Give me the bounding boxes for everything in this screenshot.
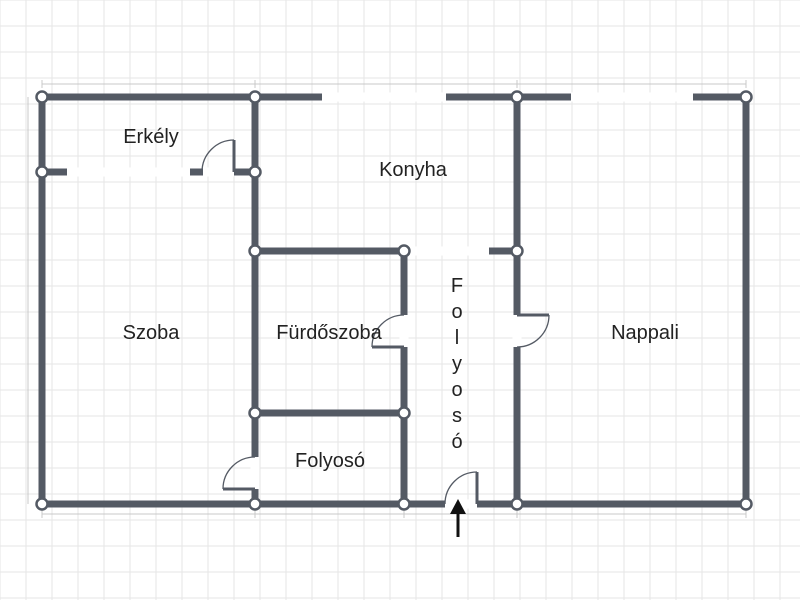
room-label-folyoso-vertical: F o l y o s ó xyxy=(445,276,469,453)
vertical-letter: ó xyxy=(451,431,463,453)
vertical-letter: y xyxy=(452,353,462,375)
door-bathroom xyxy=(371,314,405,349)
vertical-letter: o xyxy=(451,379,463,401)
room-label-erkely: Erkély xyxy=(123,126,179,148)
room-label-konyha: Konyha xyxy=(379,159,448,181)
vertical-letter: l xyxy=(454,327,460,349)
wall-nodes xyxy=(35,90,753,511)
door-erkely xyxy=(201,139,236,173)
entrance-arrow-icon xyxy=(450,499,466,537)
door-nappali xyxy=(516,313,550,348)
room-label-nappali: Nappali xyxy=(611,322,679,344)
vertical-letter: o xyxy=(451,301,463,323)
room-label-furdoszoba: Fürdőszoba xyxy=(276,322,382,344)
wall-openings xyxy=(67,92,693,509)
room-label-folyoso: Folyosó xyxy=(295,450,365,472)
dimension-lines xyxy=(27,80,747,518)
room-label-szoba: Szoba xyxy=(123,322,181,344)
doors xyxy=(201,139,550,505)
vertical-letter: F xyxy=(450,275,464,297)
door-entrance xyxy=(444,471,479,505)
door-szoba xyxy=(222,456,256,491)
vertical-letter: s xyxy=(452,405,462,427)
